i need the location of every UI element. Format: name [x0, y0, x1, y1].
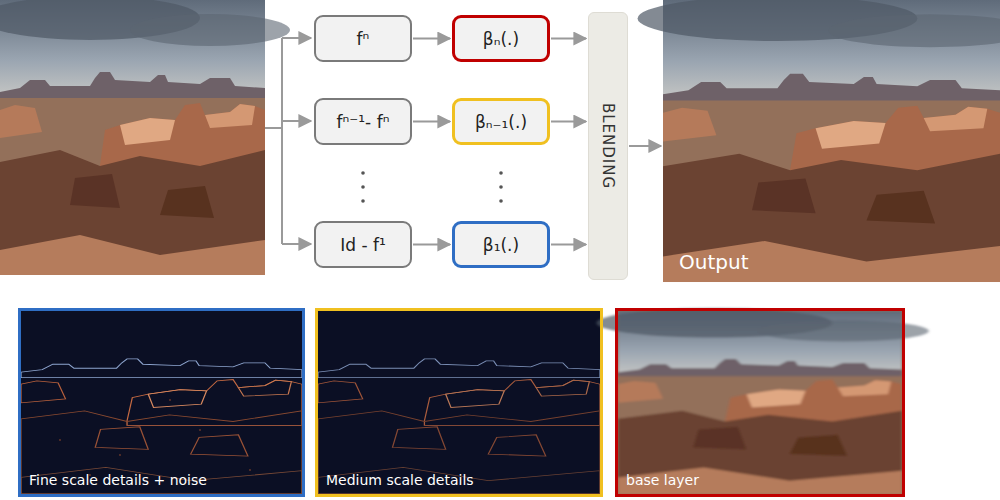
node-label: BLENDING [599, 103, 617, 189]
node-label: β₁(.) [483, 235, 519, 255]
medium-detail-image [318, 311, 600, 494]
layer-panel: Fine scale details + noise [18, 308, 305, 497]
input-photo [0, 0, 290, 275]
curve-box: βₙ₋₁(.) [452, 98, 550, 145]
layer-panel: Medium scale details [315, 308, 603, 497]
node-label: βₙ₋₁(.) [475, 112, 527, 132]
split-arrows [265, 38, 311, 244]
node-label: Medium scale details [326, 472, 474, 488]
flow-arrow [413, 121, 450, 123]
flow-arrow [551, 244, 586, 246]
layer-panel: base layer [615, 308, 905, 497]
curve-box: β₁(.) [452, 221, 550, 268]
curve-box: βₙ(.) [452, 15, 550, 62]
node-label: fⁿ⁻¹- fⁿ [337, 112, 390, 132]
blending-box: BLENDING [588, 12, 628, 280]
ellipsis-dots [361, 171, 503, 203]
node-label: fⁿ [357, 29, 370, 49]
flow-arrow [551, 121, 586, 123]
flow-arrow [551, 38, 586, 40]
filter-box: fⁿ⁻¹- fⁿ [314, 98, 412, 145]
base-layer-image [597, 308, 929, 494]
node-label: Output [679, 250, 748, 274]
flow-arrow [413, 38, 450, 40]
filter-box: fⁿ [314, 15, 412, 62]
output-photo [638, 0, 1000, 282]
flow-arrow [629, 145, 661, 147]
output-photo-frame: Output [663, 0, 1000, 282]
node-label: base layer [626, 472, 699, 488]
filter-box: Id - f¹ [314, 221, 412, 268]
node-label: Fine scale details + noise [29, 472, 207, 488]
node-label: Id - f¹ [340, 235, 386, 255]
flow-arrow [413, 244, 450, 246]
node-label: βₙ(.) [483, 29, 519, 49]
fine-detail-image [21, 311, 302, 494]
